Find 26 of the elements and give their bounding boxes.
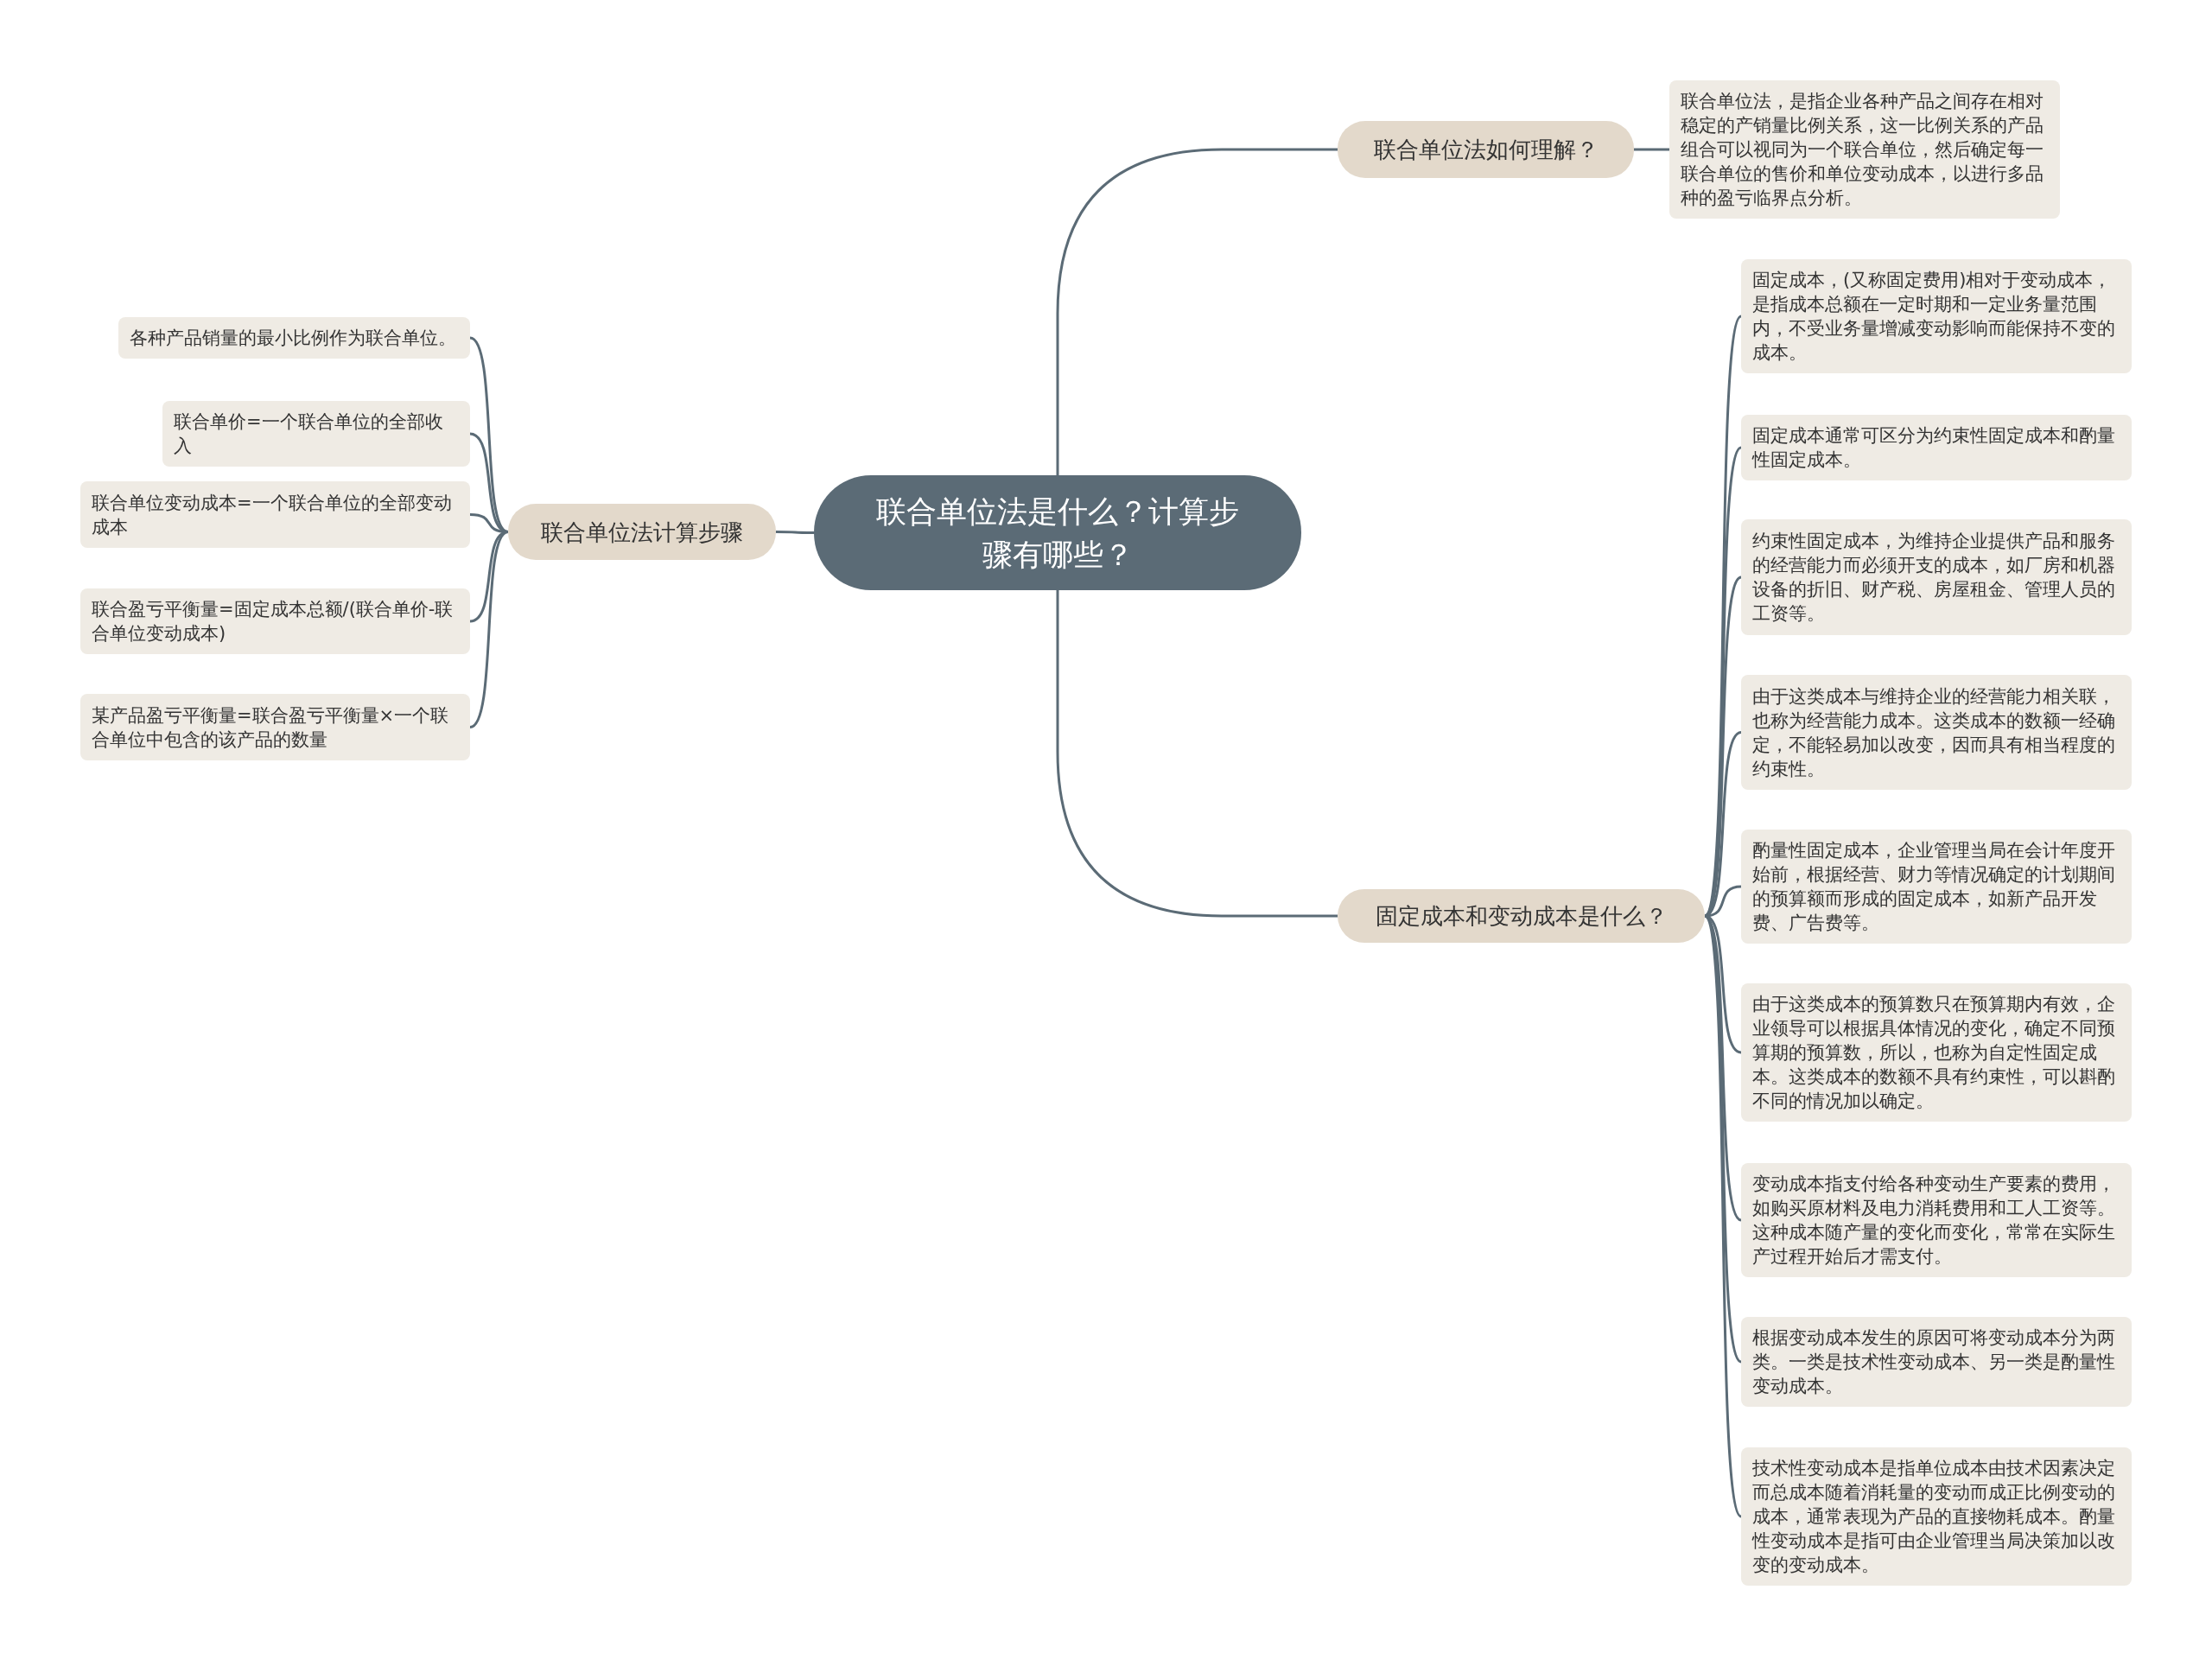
topic-box: 联合单位法计算步骤 (508, 504, 776, 560)
connector-line (1703, 915, 1743, 1517)
connector-line (469, 336, 509, 533)
connector-line (1634, 148, 1669, 151)
note-box: 各种产品销量的最小比例作为联合单位。 (118, 317, 470, 359)
note-box: 由于这类成本的预算数只在预算期内有效，企业领导可以根据具体情况的变化，确定不同预算期的预算数，所以，也称为自定性固定成本。这类成本的数额不具有约束性，可以斟酌不同的情况加以确定。 (1741, 983, 2132, 1122)
note-box: 某产品盈亏平衡量=联合盈亏平衡量×一个联合单位中包含的该产品的数量 (80, 694, 470, 760)
connector-line (776, 531, 814, 534)
topic-box: 固定成本和变动成本是什么？ (1338, 889, 1705, 943)
note-box: 联合单位法，是指企业各种产品之间存在相对稳定的产销量比例关系，这一比例关系的产品组合可以视同为一个联合单位，然后确定每一联合单位的售价和单位变动成本，以进行多品种的盈亏临界点分析。 (1669, 80, 2060, 219)
topic-box: 联合单位法如何理解？ (1338, 121, 1634, 178)
note-box: 联合盈亏平衡量=固定成本总额/(联合单价-联合单位变动成本) (80, 588, 470, 654)
connector-line (469, 531, 509, 728)
note-box: 技术性变动成本是指单位成本由技术因素决定而总成本随着消耗量的变动而成正比例变动的成本，通常表现为产品的直接物耗成本。酌量性变动成本是指可由企业管理当局决策加以改变的变动成本。 (1741, 1447, 2132, 1586)
note-box: 固定成本通常可区分为约束性固定成本和酌量性固定成本。 (1741, 415, 2132, 480)
note-box: 约束性固定成本，为维持企业提供产品和服务的经营能力而必须开支的成本，如厂房和机器设备的折旧、财产税、房屋租金、管理人员的工资等。 (1741, 519, 2132, 635)
central-topic: 联合单位法是什么？计算步骤有哪些？ (814, 475, 1301, 590)
note-box: 变动成本指支付给各种变动生产要素的费用，如购买原材料及电力消耗费用和工人工资等。这种成本随产量的变化而变化，常常在实际生产过程开始后才需支付。 (1741, 1163, 2132, 1277)
note-box: 联合单位变动成本=一个联合单位的全部变动成本 (80, 481, 470, 548)
note-box: 固定成本，(又称固定费用)相对于变动成本，是指成本总额在一定时期和一定业务量范围内，不受业务量增减变动影响而能保持不变的成本。 (1741, 259, 2132, 373)
note-box: 由于这类成本与维持企业的经营能力相关联，也称为经营能力成本。这类成本的数额一经确定，不能轻易加以改变，因而具有相当程度的约束性。 (1741, 675, 2132, 790)
note-box: 联合单价=一个联合单位的全部收入 (162, 401, 470, 467)
note-box: 酌量性固定成本，企业管理当局在会计年度开始前，根据经营、财力等情况确定的计划期间的预算额而形成的固定成本，如新产品开发费、广告费等。 (1741, 830, 2132, 944)
connector-line (1056, 148, 1338, 475)
connector-line (1056, 590, 1338, 918)
note-box: 根据变动成本发生的原因可将变动成本分为两类。一类是技术性变动成本、另一类是酌量性变动成本。 (1741, 1317, 2132, 1407)
